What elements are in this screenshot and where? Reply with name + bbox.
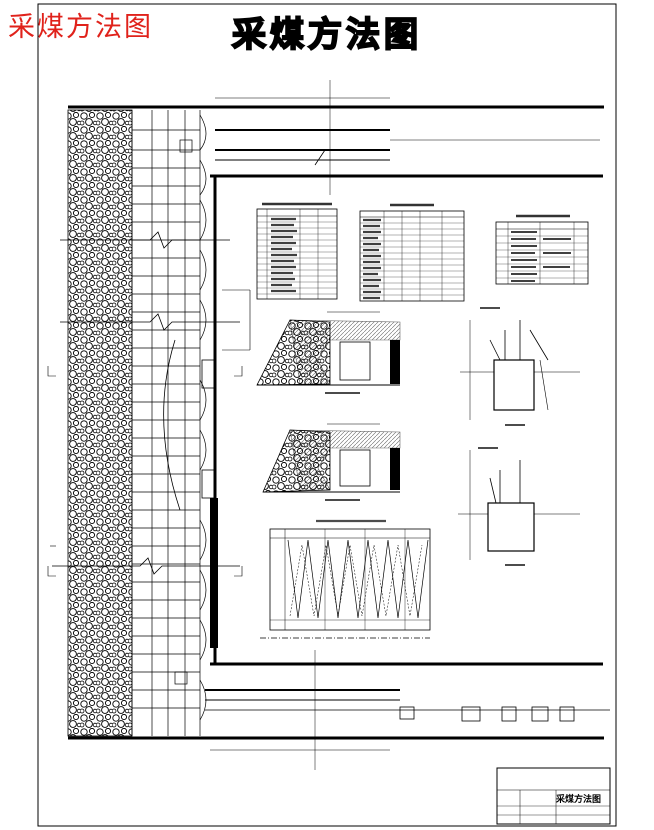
face-conveyor [201, 176, 251, 664]
technical-parameters-table [256, 202, 338, 300]
title-block [496, 767, 611, 825]
cycle-operation-chart [260, 519, 431, 639]
outer-frame [37, 3, 617, 827]
section-c-c [460, 307, 580, 426]
drawing-title: 采煤方法图 [231, 15, 422, 55]
section-d-d [458, 447, 580, 566]
break-lines [52, 231, 240, 575]
overlay-title: 采煤方法图 [8, 12, 153, 43]
title-block-name: 采煤方法图 [556, 795, 602, 805]
bottom-gateway [68, 650, 610, 770]
section-b-b [262, 423, 401, 501]
equipment-table [495, 214, 589, 285]
labour-table [359, 203, 465, 302]
section-markers [47, 366, 243, 577]
hydraulic-supports [131, 110, 207, 736]
goaf-rock-hatch [67, 109, 133, 737]
section-a-a [256, 311, 401, 394]
top-gateway [68, 80, 604, 195]
